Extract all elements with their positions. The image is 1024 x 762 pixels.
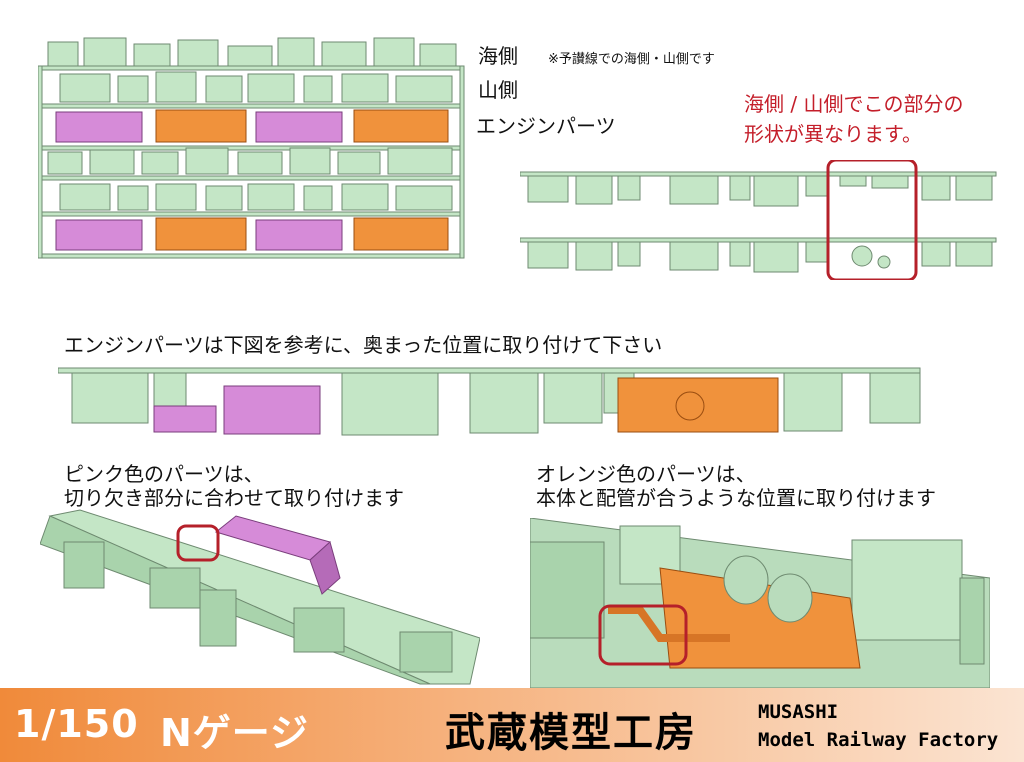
sprue-sheet <box>38 37 465 259</box>
gauge-label: Nゲージ <box>160 711 310 755</box>
label-mountain-side: 山側 <box>478 78 518 102</box>
side-comparison-strips <box>520 160 997 280</box>
note-yosan-line: ※予讃線での海側・山側です <box>548 52 715 67</box>
scale-label: 1/150 <box>14 702 139 746</box>
callout-line-1: 海側 / 山側でこの部分の <box>744 92 964 116</box>
brand-name-en-line-2: Model Railway Factory <box>758 729 999 751</box>
pink-instruction-line-2: 切り欠き部分に合わせて取り付けます <box>64 486 404 510</box>
assembled-side-view <box>58 367 921 436</box>
label-engine-parts: エンジンパーツ <box>476 114 616 138</box>
orange-instruction-line-2: 本体と配管が合うような位置に取り付けます <box>536 486 936 510</box>
pink-instruction-line-1: ピンク色のパーツは、 <box>64 462 264 486</box>
brand-name-en-line-1: MUSASHI <box>758 701 839 723</box>
difference-highlight-box <box>826 160 918 280</box>
pink-part-perspective <box>40 509 480 685</box>
orange-instruction-line-1: オレンジ色のパーツは、 <box>536 462 756 486</box>
brand-name-jp: 武蔵模型工房 <box>445 710 697 756</box>
footer-banner: 1/150 Nゲージ 武蔵模型工房 MUSASHI Model Railway … <box>0 688 1024 762</box>
notch-highlight-box <box>176 524 220 562</box>
pipe-highlight-box <box>598 604 688 666</box>
orange-part-perspective <box>530 518 990 688</box>
callout-line-2: 形状が異なります。 <box>744 122 922 146</box>
instruction-main: エンジンパーツは下図を参考に、奥まった位置に取り付けて下さい <box>64 333 663 357</box>
label-sea-side: 海側 <box>478 44 518 68</box>
